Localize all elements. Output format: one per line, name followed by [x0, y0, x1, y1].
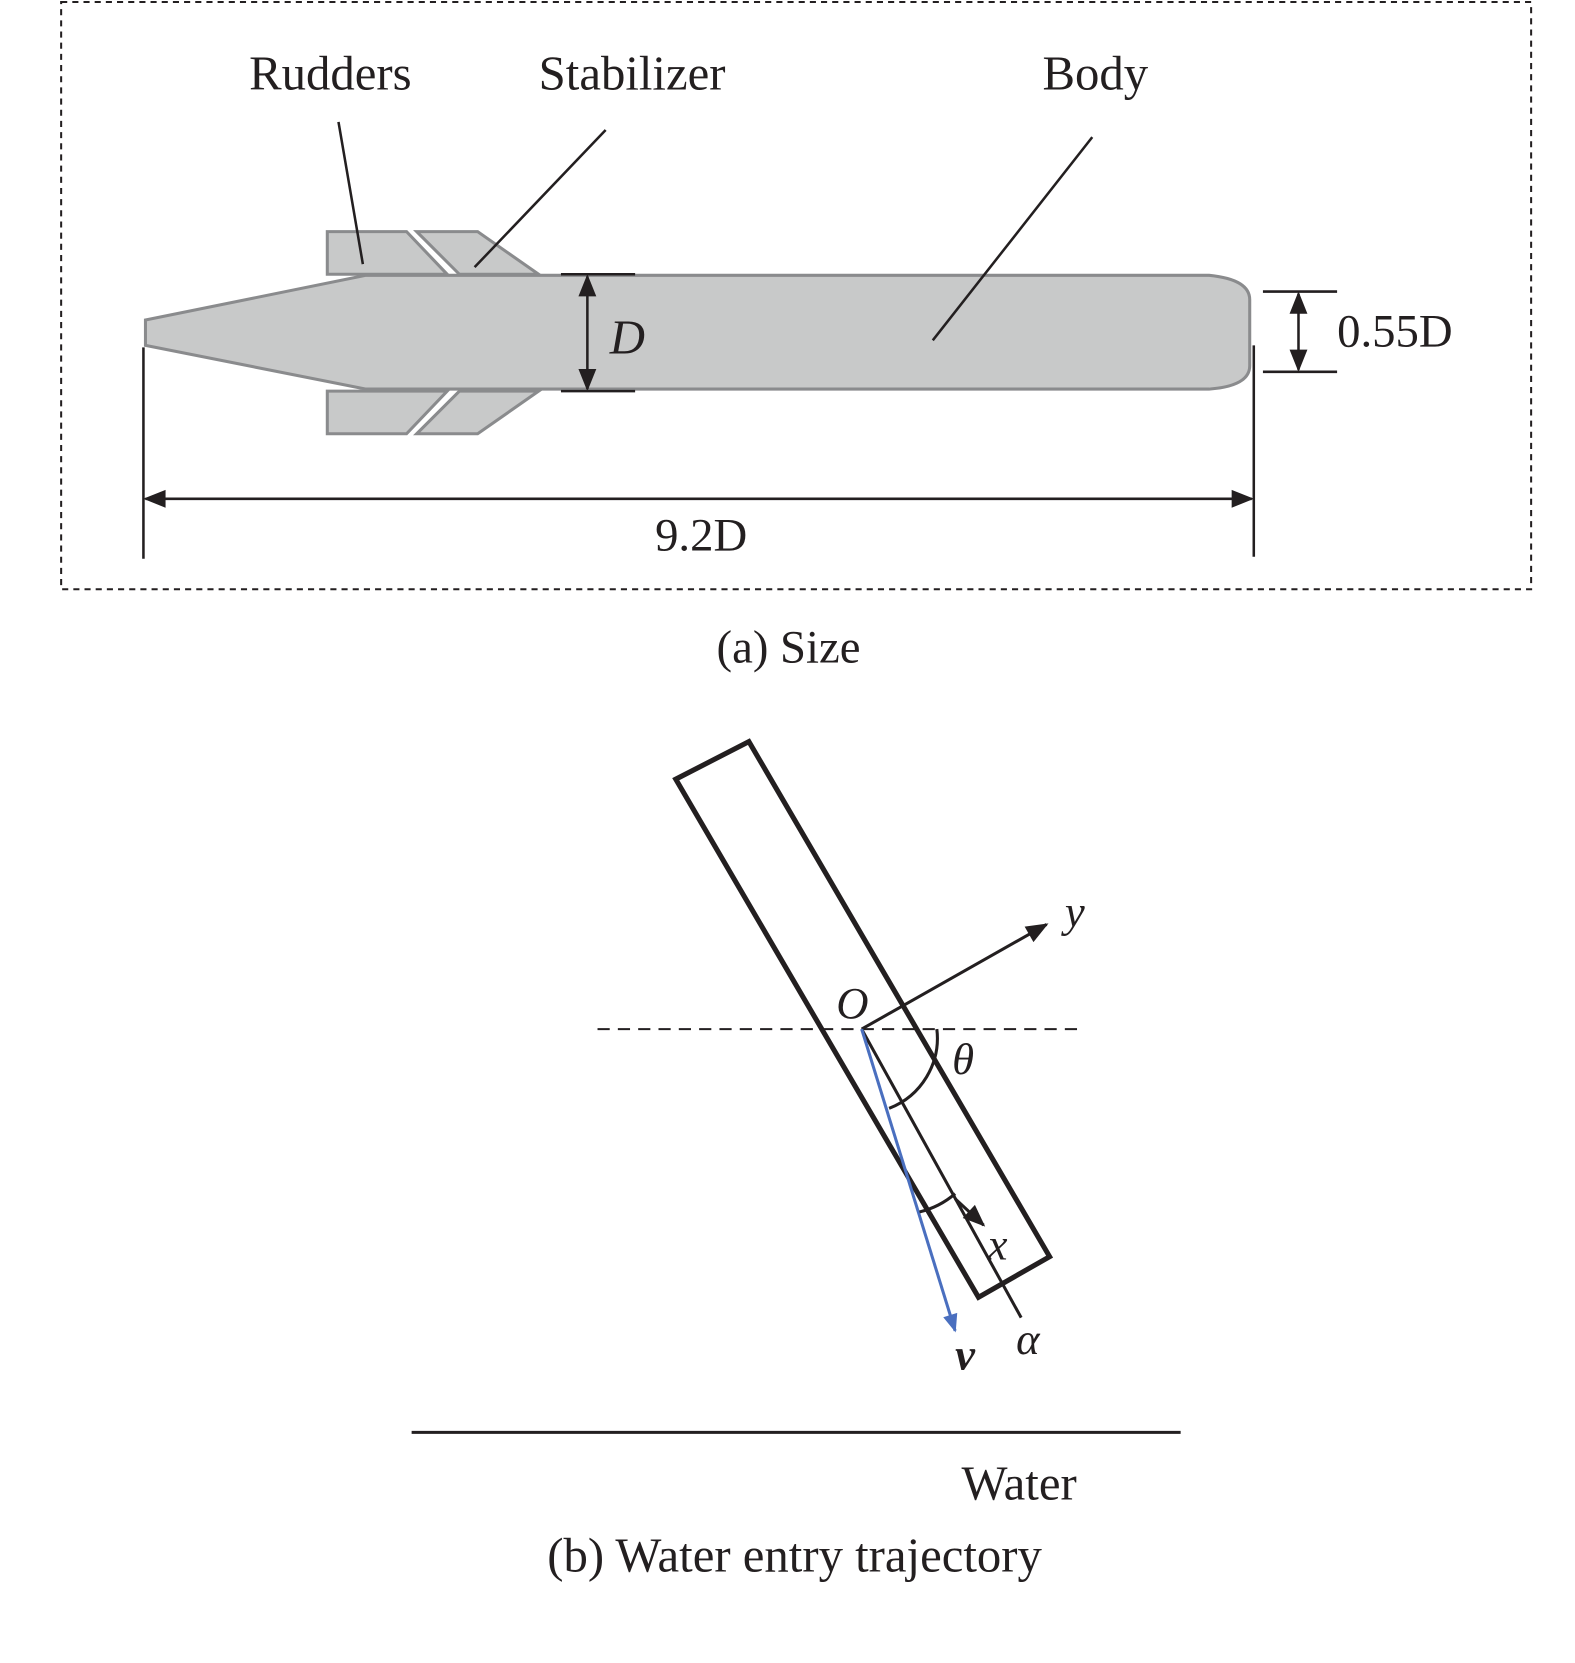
y-axis-arrow: [860, 923, 1049, 1031]
rudders-leader-line: [337, 121, 365, 265]
body-label: Body: [1042, 46, 1148, 100]
origin-label: O: [836, 978, 868, 1028]
missile-body: [143, 273, 1252, 391]
x-axis-label: x: [987, 1220, 1008, 1270]
body-leader-line: [931, 136, 1094, 342]
theta-arc: [888, 1028, 939, 1110]
velocity-vector: [860, 1028, 958, 1333]
water-label: Water: [962, 1456, 1077, 1510]
y-axis-label: y: [1061, 886, 1085, 936]
x-axis-line: [860, 1028, 1023, 1319]
trajectory-panel: O y x θ α v Water (b) Water entry trajec…: [411, 738, 1181, 1583]
caption-a: (a) Size: [717, 621, 861, 673]
length-label: 9.2D: [655, 510, 747, 562]
rudders-label: Rudders: [249, 46, 411, 100]
x-axis-arrowhead: [954, 1197, 986, 1227]
caption-b: (b) Water entry trajectory: [547, 1529, 1042, 1583]
tail-diameter-label: 0.55D: [1337, 305, 1453, 357]
missile-shape: [143, 230, 1252, 436]
alpha-label: α: [1016, 1314, 1041, 1364]
size-panel: Rudders Stabilizer Body D 0.55D 9.2D (a)…: [60, 1, 1533, 673]
missile-outline: [672, 738, 1054, 1301]
diameter-label: D: [609, 311, 645, 365]
velocity-label: v: [955, 1329, 976, 1379]
theta-label: θ: [952, 1034, 974, 1084]
bottom-stabilizer: [413, 389, 544, 436]
stabilizer-leader-line: [473, 129, 607, 269]
alpha-arc: [919, 1192, 957, 1214]
stabilizer-label: Stabilizer: [539, 46, 726, 100]
bottom-rudder: [325, 389, 451, 436]
